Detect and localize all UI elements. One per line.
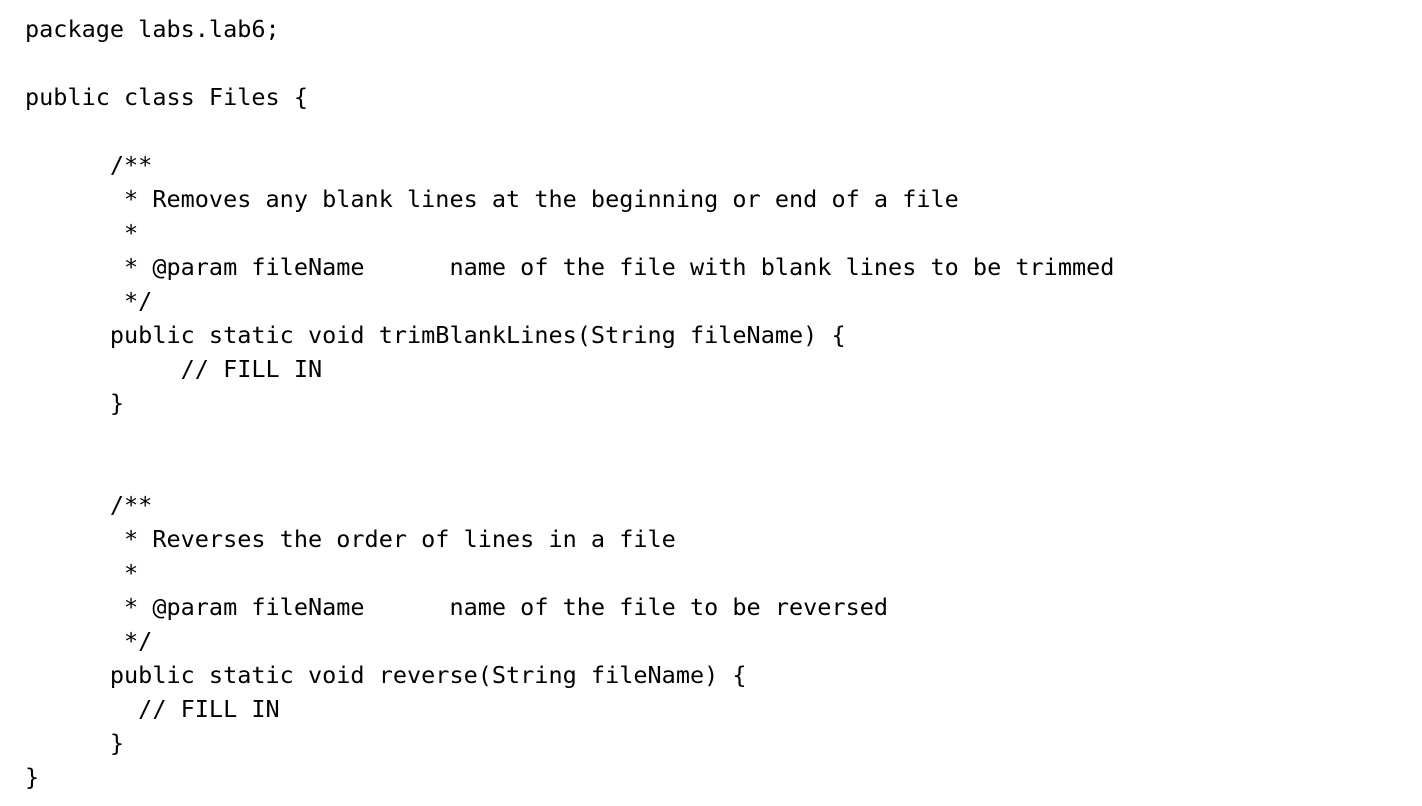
- code-line-18: * @param fileName name of the file to be…: [25, 593, 889, 621]
- code-line-14: [25, 454, 1422, 488]
- code-line-16: * Reverses the order of lines in a file: [25, 525, 676, 553]
- code-line-21: // FILL IN: [25, 695, 280, 723]
- code-line-10: public static void trimBlankLines(String…: [25, 321, 846, 349]
- code-line-13: [25, 420, 1422, 454]
- code-line-4: [25, 114, 1422, 148]
- code-line-9: */: [25, 287, 153, 315]
- code-line-5: /**: [25, 151, 153, 179]
- code-line-20: public static void reverse(String fileNa…: [25, 661, 747, 689]
- code-line-15: /**: [25, 491, 153, 519]
- code-line-12: }: [25, 389, 125, 417]
- source-code-block[interactable]: package labs.lab6; public class Files { /…: [25, 12, 1422, 794]
- code-line-23: }: [25, 763, 40, 791]
- code-line-1: package labs.lab6;: [25, 15, 280, 43]
- code-line-2: [25, 46, 1422, 80]
- code-line-22: }: [25, 729, 125, 757]
- code-line-19: */: [25, 627, 153, 655]
- code-line-6: * Removes any blank lines at the beginni…: [25, 185, 959, 213]
- code-line-8: * @param fileName name of the file with …: [25, 253, 1115, 281]
- code-line-11: // FILL IN: [25, 355, 323, 383]
- code-line-7: *: [25, 219, 139, 247]
- code-line-17: *: [25, 559, 139, 587]
- code-line-3: public class Files {: [25, 83, 308, 111]
- source-code-content: package labs.lab6; public class Files { /…: [25, 12, 1422, 794]
